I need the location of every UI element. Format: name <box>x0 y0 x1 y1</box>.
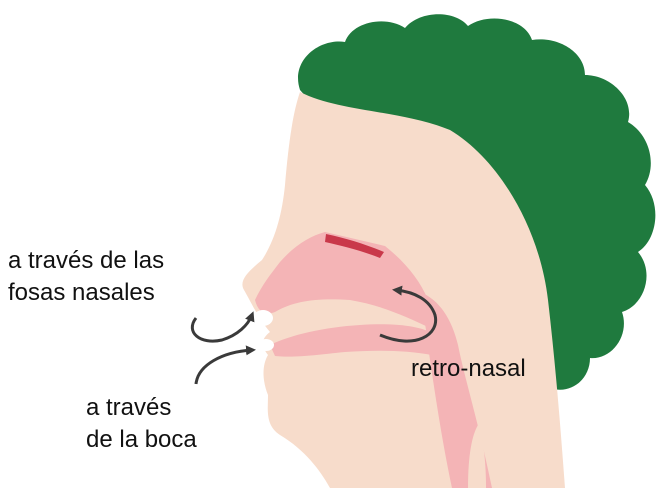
label-retronasal: retro-nasal <box>411 353 526 385</box>
label-through-mouth-line2: de la boca <box>86 424 197 456</box>
label-through-nose-line2: fosas nasales <box>8 277 164 309</box>
arrow-nose-icon <box>192 315 252 341</box>
mouth-gap <box>258 339 274 351</box>
nostril-gap <box>253 310 273 326</box>
label-through-mouth-line1: a través <box>86 392 197 424</box>
label-through-mouth: a través de la boca <box>86 392 197 456</box>
label-through-nose: a través de las fosas nasales <box>8 245 164 309</box>
arrow-mouth-icon <box>196 350 252 384</box>
label-through-nose-line1: a través de las <box>8 245 164 277</box>
